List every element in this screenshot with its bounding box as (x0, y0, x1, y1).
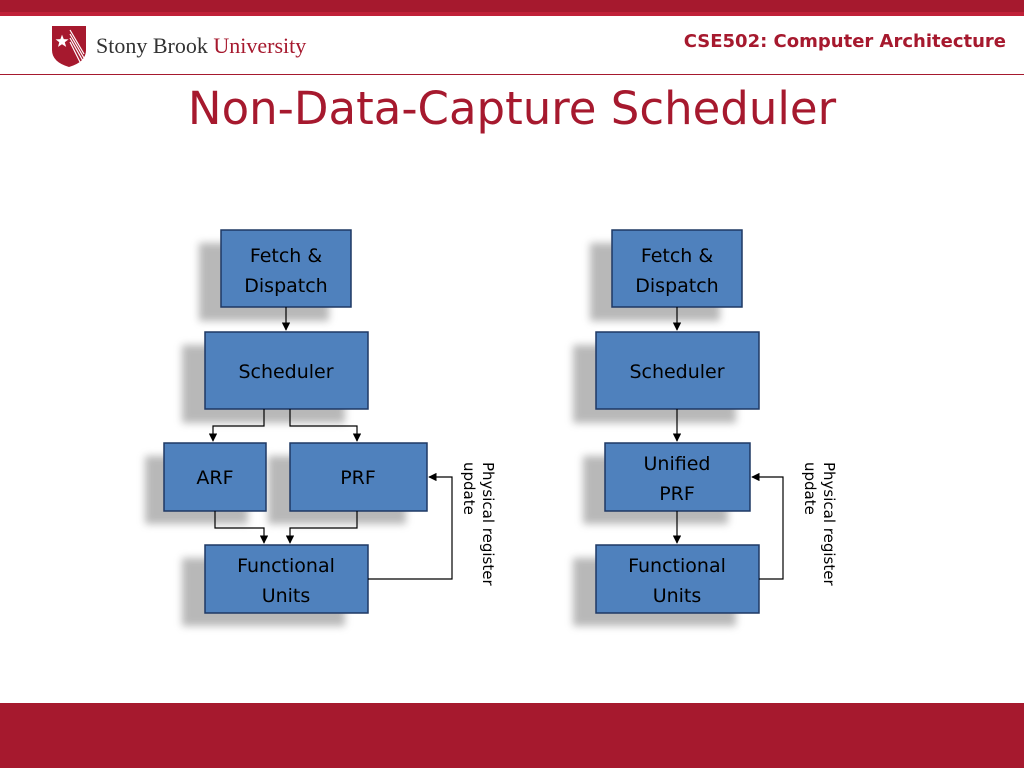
header-rule (0, 74, 1024, 75)
left-fu-label-line2: Units (262, 585, 311, 607)
left-arrow-prf-to-fu (285, 511, 358, 544)
left-fetch-label-line1: Fetch & (250, 245, 323, 267)
left-prf-label: PRF (340, 467, 376, 489)
left-update-label: Physical register update (460, 462, 497, 586)
right-update-label-line1: Physical register (820, 462, 838, 586)
left-arf-label: ARF (196, 467, 233, 489)
left-arrow-arf-to-fu (214, 511, 269, 544)
right-fu-label-line2: Units (653, 585, 702, 607)
right-fetch-label-line2: Dispatch (635, 275, 718, 297)
right-arrow-fu-to-prf-update (751, 472, 784, 580)
logo-name: Stony Brook (96, 33, 208, 58)
left-scheduler-label: Scheduler (238, 361, 333, 383)
left-update-label-line1: Physical register (479, 462, 497, 586)
left-arrow-scheduler-to-arf (208, 409, 265, 442)
right-scheduler-box: Scheduler (595, 331, 760, 410)
left-arrow-fu-to-prf-update (368, 472, 453, 580)
logo-wordmark: Stony Brook University (96, 33, 306, 59)
right-update-label: Physical register update (801, 462, 838, 586)
stony-brook-shield-icon (52, 26, 86, 67)
left-prf-box: PRF (289, 442, 428, 512)
left-fetch-dispatch-box: Fetch & Dispatch (220, 229, 352, 308)
right-fu-label-line1: Functional (628, 555, 726, 577)
top-band (0, 0, 1024, 16)
left-arf-box: ARF (163, 442, 267, 512)
left-scheduler-box: Scheduler (204, 331, 369, 410)
course-title: CSE502: Computer Architecture (683, 31, 1006, 52)
left-update-label-line2: update (460, 462, 478, 515)
right-unified-prf-box: Unified PRF (604, 442, 751, 512)
right-update-label-line2: update (801, 462, 819, 515)
right-prf-label-line1: Unified (644, 453, 711, 475)
bottom-band (0, 703, 1024, 768)
slide-title: Non-Data-Capture Scheduler (187, 82, 837, 135)
right-functional-units-box: Functional Units (595, 544, 760, 614)
left-functional-units-box: Functional Units (204, 544, 369, 614)
stony-brook-logo: Stony Brook University (50, 24, 330, 68)
left-diagram: Fetch & Dispatch Scheduler ARF PRF Funct… (145, 229, 497, 626)
right-fetch-dispatch-box: Fetch & Dispatch (611, 229, 743, 308)
right-fetch-label-line1: Fetch & (641, 245, 714, 267)
right-scheduler-label: Scheduler (629, 361, 724, 383)
right-prf-label-line2: PRF (659, 483, 695, 505)
left-arrow-scheduler-to-prf (289, 409, 362, 442)
right-diagram: Fetch & Dispatch Scheduler Unified PRF F… (573, 229, 838, 626)
left-fu-label-line1: Functional (237, 555, 335, 577)
left-fetch-label-line2: Dispatch (244, 275, 327, 297)
logo-university: University (213, 33, 307, 58)
